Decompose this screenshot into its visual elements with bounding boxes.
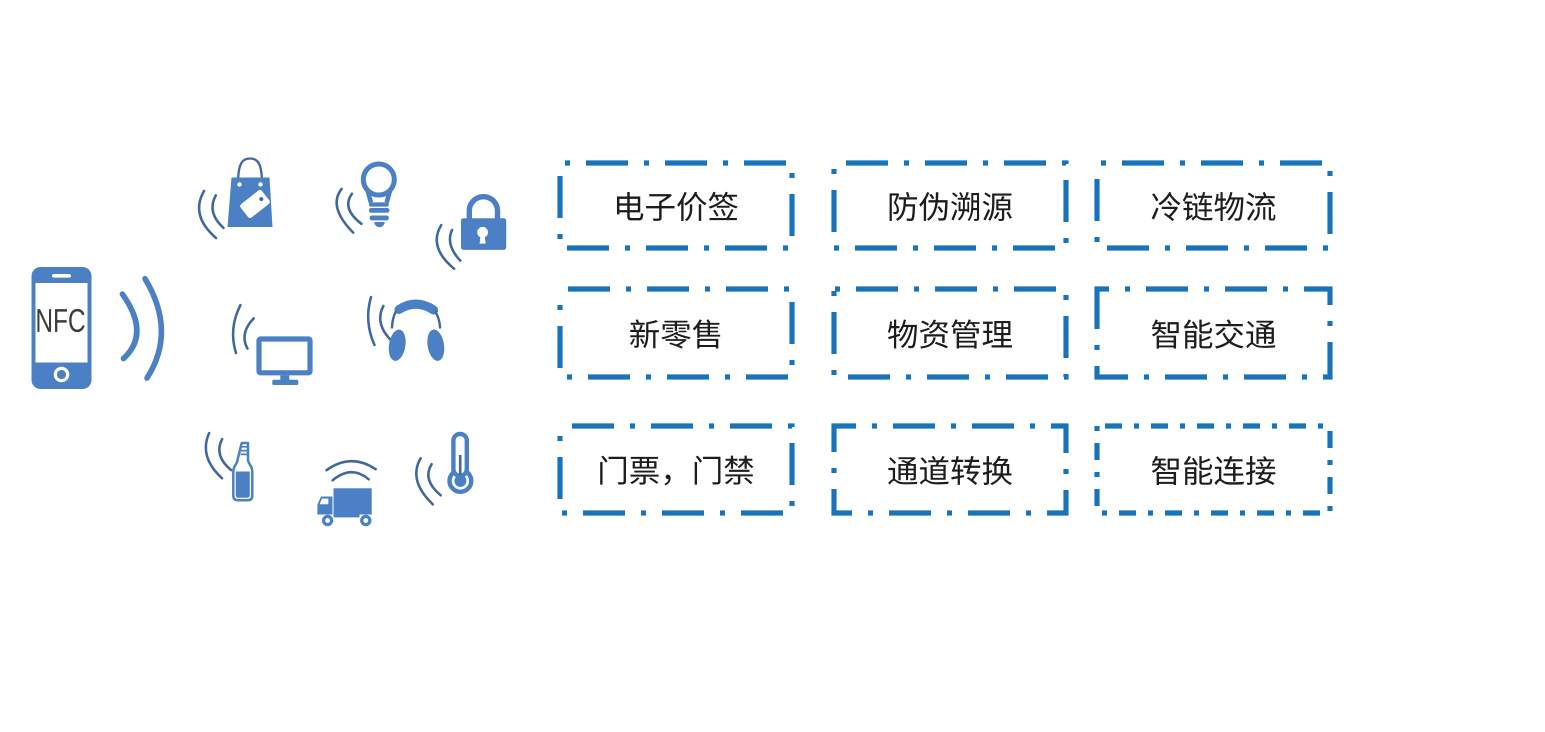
bottle-icon: [204, 431, 254, 502]
bulb-tip: [374, 222, 385, 228]
usecase-label-text: 电子价签: [613, 190, 739, 226]
usecase-box-tickets-access-control: 门票，门禁: [557, 423, 795, 516]
usecase-label: [616, 191, 738, 222]
truck-cargo: [333, 488, 372, 515]
truck-window: [319, 498, 329, 505]
phone-home-button: [53, 366, 70, 383]
usecase-label: [630, 319, 721, 349]
shopping-bag-icon: [197, 157, 273, 240]
padlock-icon: [435, 194, 507, 271]
phone-nfc-label: [37, 308, 85, 333]
usecase-box-material-management: 物资管理: [831, 286, 1069, 380]
usecase-label: [889, 191, 1012, 222]
monitor-base: [272, 379, 299, 385]
usecase-box-new-retail: 新零售: [557, 286, 795, 380]
bottle-liquid: [235, 471, 250, 498]
price-tag: [240, 189, 270, 219]
lock-shackle: [466, 194, 501, 220]
monitor-frame: [256, 336, 313, 376]
usecase-label-text: 物资管理: [887, 317, 1013, 353]
usecase-box-channel-conversion: 通道转换: [831, 423, 1069, 516]
truck-wheel-front-hub: [325, 518, 330, 523]
usecase-label-text: 新零售: [629, 317, 724, 353]
headband-arms: [390, 310, 442, 329]
bulb-globe: [360, 161, 397, 198]
bulb-thread-2: [369, 215, 389, 221]
nfc-smartphone-icon: NFC: [31, 267, 92, 389]
dashed-border: [831, 423, 1069, 516]
usecase-label-text: 智能交通: [1150, 317, 1276, 353]
usecase-label: [1151, 455, 1276, 486]
monitor-icon: [231, 303, 313, 385]
thermometer-bulb-core: [454, 474, 467, 487]
usecase-label: [887, 319, 1012, 349]
ear-cup-right: [427, 329, 445, 361]
usecase-box-electronic-price-tag: 电子价签: [557, 160, 795, 251]
dashed-border: [831, 160, 1069, 251]
bulb-taper: [365, 189, 393, 204]
usecase-label-text: 门票，门禁: [597, 454, 755, 490]
light-bulb-icon: [335, 161, 397, 234]
usecase-box-anti-counterfeit-traceability: 防伪溯源: [831, 160, 1069, 251]
lock-keyhole-stem: [479, 235, 486, 244]
bulb-thread-1: [369, 208, 390, 213]
dashed-border: [1094, 423, 1333, 516]
usecase-label-text: 冷链物流: [1150, 190, 1276, 226]
bulb-neck: [369, 202, 389, 207]
usecase-box-smart-connection: 智能连接: [1094, 423, 1333, 516]
phone-nfc-text: NFC: [36, 309, 85, 337]
usecase-box-cold-chain-logistics: 冷链物流: [1094, 160, 1333, 251]
dashed-border: [557, 160, 795, 251]
usecase-label: [1151, 319, 1276, 349]
headphones-icon: [366, 295, 445, 361]
usecase-label: [600, 455, 754, 486]
monitor-neck: [280, 375, 290, 381]
bag-hole-right: [258, 182, 263, 187]
ear-cup-left: [388, 329, 406, 361]
usecase-label: [1151, 191, 1276, 222]
bag-handle: [236, 157, 264, 185]
thermometer-icon: [415, 431, 474, 506]
dashed-border: [831, 286, 1069, 380]
dashed-border: [557, 423, 795, 516]
bag-hole-left: [237, 182, 242, 187]
usecase-label-text: 智能连接: [1150, 454, 1276, 490]
truck-wheel-rear-hub: [363, 518, 369, 523]
usecase-label: [888, 455, 1013, 486]
dashed-border: [557, 286, 795, 380]
nfc-signal-waves-icon: [119, 275, 165, 381]
usecase-box-intelligent-transportation: 智能交通: [1094, 286, 1333, 380]
usecase-label-text: 防伪溯源: [887, 190, 1013, 226]
bottle-neck-threads: [240, 445, 250, 456]
dashed-border: [1094, 160, 1333, 251]
truck-icon: [317, 459, 377, 527]
usecase-label-text: 通道转换: [887, 454, 1013, 490]
headband: [394, 299, 439, 315]
phone-speaker: [52, 274, 71, 278]
lock-keyhole: [477, 226, 488, 238]
truck-chassis: [333, 514, 360, 518]
